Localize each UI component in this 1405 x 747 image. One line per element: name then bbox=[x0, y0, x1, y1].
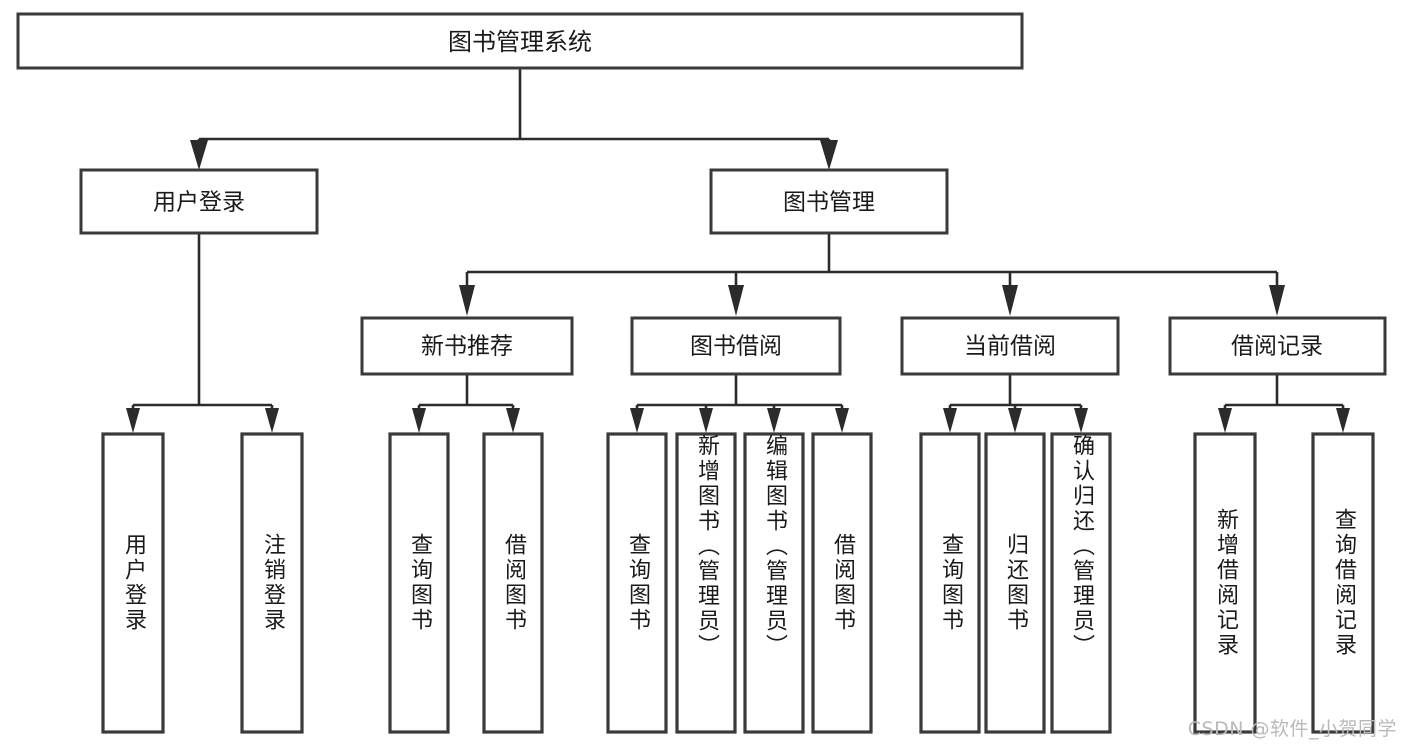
node-borrow-record-box[interactable] bbox=[1168, 316, 1387, 376]
leaf-box-borrow-book[interactable] bbox=[811, 432, 873, 734]
watermark: CSDN @软件_小贺同学 bbox=[1187, 718, 1397, 740]
arrow-head-leaf-1 bbox=[126, 408, 140, 433]
node-new-book-recommend[interactable]: 新书推荐 bbox=[360, 316, 574, 376]
arrow-head-borrow-record bbox=[1269, 285, 1285, 316]
arrow-head-leaf-2 bbox=[265, 408, 279, 433]
leaf-box-query-book-rec[interactable] bbox=[388, 432, 450, 734]
node-book-borrow-label: 图书借阅 bbox=[690, 334, 782, 360]
connector-group-book-borrow bbox=[630, 374, 849, 433]
arrow-head-leaf-4 bbox=[506, 408, 520, 433]
node-current-borrow-label: 当前借阅 bbox=[964, 334, 1056, 360]
node-borrow-record-label: 借阅记录 bbox=[1231, 334, 1323, 360]
connector-group-root bbox=[190, 68, 838, 170]
node-root-box[interactable] bbox=[16, 12, 1024, 70]
connector-group-borrow-record bbox=[1218, 374, 1350, 433]
leaf-box-query-borrow-record[interactable] bbox=[1311, 432, 1375, 734]
arrow-head-leaf-10 bbox=[1008, 408, 1022, 433]
node-new-book-recommend-label: 新书推荐 bbox=[421, 334, 513, 360]
leaf-box-user-login[interactable] bbox=[101, 432, 165, 734]
node-borrow-record[interactable]: 借阅记录 bbox=[1168, 316, 1387, 376]
leaf-box-logout[interactable] bbox=[240, 432, 304, 734]
node-user-login-label: 用户登录 bbox=[153, 190, 245, 216]
connector-group-new-book-rec bbox=[412, 374, 520, 433]
node-user-login[interactable]: 用户登录 bbox=[79, 168, 319, 235]
leaf-box-return-book[interactable] bbox=[984, 432, 1046, 734]
arrow-head-book-borrow bbox=[728, 285, 744, 316]
connector-group-user-login bbox=[126, 233, 279, 433]
arrow-head-leaf-11 bbox=[1074, 408, 1088, 433]
leaf-box-query-book-current[interactable] bbox=[919, 432, 981, 734]
node-current-borrow[interactable]: 当前借阅 bbox=[900, 316, 1120, 376]
leaf-box-add-book-admin[interactable] bbox=[675, 432, 737, 734]
arrow-head-leaf-9 bbox=[943, 408, 957, 433]
arrow-head-user-login bbox=[190, 140, 208, 170]
node-new-book-recommend-box[interactable] bbox=[360, 316, 574, 376]
arrow-head-leaf-13 bbox=[1336, 408, 1350, 433]
node-book-management-label: 图书管理 bbox=[783, 190, 875, 216]
leaf-box-edit-book-admin[interactable] bbox=[743, 432, 805, 734]
arrow-head-leaf-12 bbox=[1218, 408, 1232, 433]
node-root-label: 图书管理系统 bbox=[448, 28, 592, 56]
leaf-box-group bbox=[101, 432, 1375, 734]
node-current-borrow-box[interactable] bbox=[900, 316, 1120, 376]
node-book-borrow-box[interactable] bbox=[630, 316, 842, 376]
node-book-borrow[interactable]: 图书借阅 bbox=[630, 316, 842, 376]
node-root[interactable]: 图书管理系统 bbox=[16, 12, 1024, 70]
arrow-head-current-borrow bbox=[1002, 285, 1018, 316]
arrow-head-leaf-3 bbox=[412, 408, 426, 433]
arrow-head-leaf-7 bbox=[767, 408, 781, 433]
node-book-management[interactable]: 图书管理 bbox=[709, 168, 949, 235]
arrow-head-leaf-6 bbox=[699, 408, 713, 433]
leaf-box-borrow-book-rec[interactable] bbox=[482, 432, 544, 734]
arrow-head-book-mgmt bbox=[820, 140, 838, 170]
leaf-box-query-book-borrow[interactable] bbox=[606, 432, 668, 734]
node-user-login-box[interactable] bbox=[79, 168, 319, 235]
arrow-head-leaf-5 bbox=[630, 408, 644, 433]
arrow-head-leaf-8 bbox=[835, 408, 849, 433]
arrow-head-new-book-rec bbox=[459, 285, 475, 316]
leaf-box-add-borrow-record[interactable] bbox=[1193, 432, 1257, 734]
connector-group-current-borrow bbox=[943, 374, 1088, 433]
leaf-box-confirm-return-admin[interactable] bbox=[1050, 432, 1112, 734]
node-book-management-box[interactable] bbox=[709, 168, 949, 235]
connector-group-book-mgmt bbox=[459, 233, 1285, 316]
